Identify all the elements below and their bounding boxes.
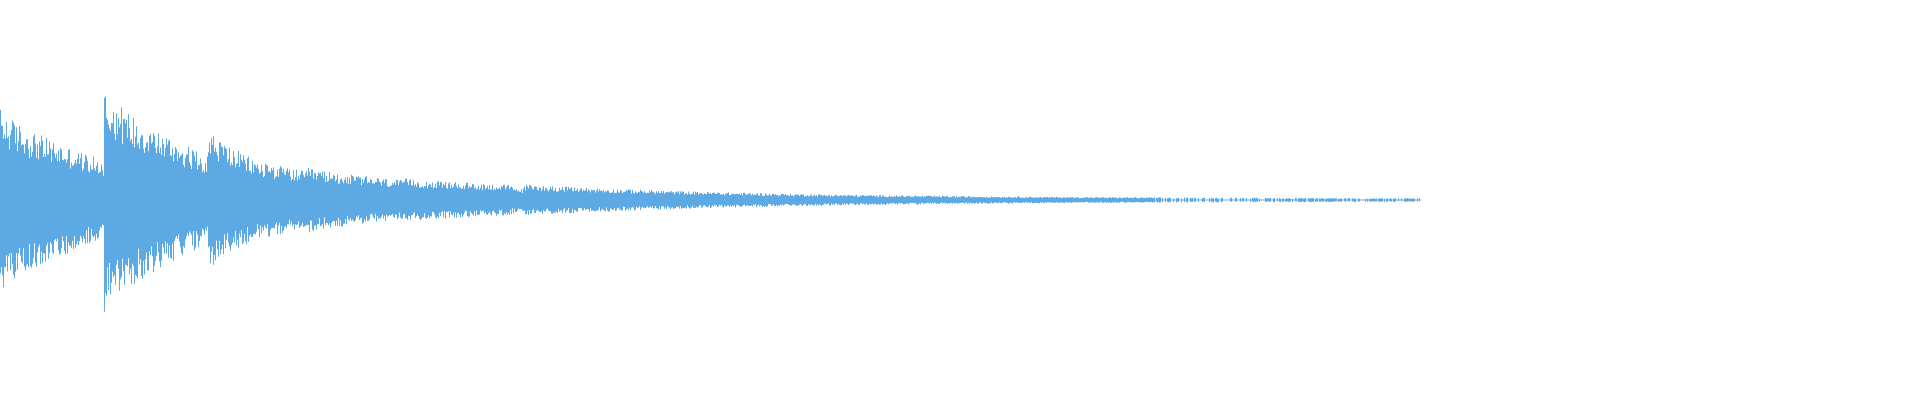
waveform-peaks xyxy=(0,96,1421,312)
waveform-path xyxy=(0,96,1420,312)
